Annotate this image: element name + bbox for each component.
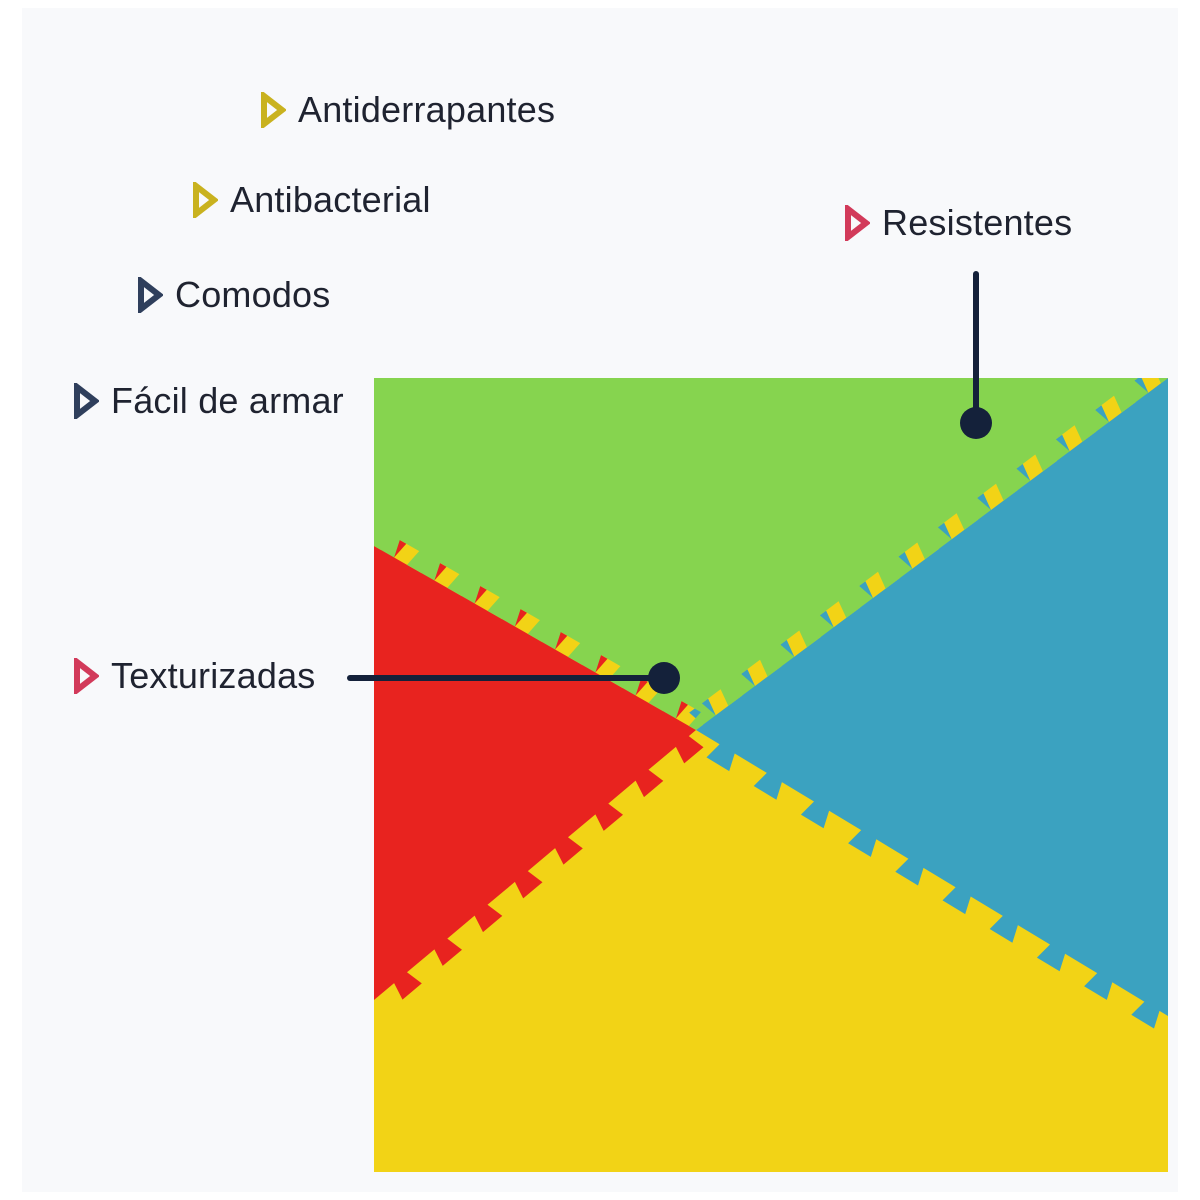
tile-green bbox=[374, 378, 1168, 730]
feature-texturizadas: Texturizadas bbox=[73, 654, 316, 698]
tile-red bbox=[374, 532, 704, 1000]
feature-facil-de-armar: Fácil de armar bbox=[73, 379, 344, 423]
feature-antibacterial: Antibacterial bbox=[192, 178, 431, 222]
feature-label: Texturizadas bbox=[111, 655, 316, 696]
feature-resistentes: Resistentes bbox=[844, 201, 1072, 245]
feature-label: Comodos bbox=[175, 274, 331, 315]
triangle-right-outline-icon bbox=[137, 277, 163, 313]
triangle-right-outline-icon bbox=[192, 182, 218, 218]
feature-antiderrapantes: Antiderrapantes bbox=[260, 88, 555, 132]
feature-label: Antibacterial bbox=[230, 179, 431, 220]
feature-label: Antiderrapantes bbox=[298, 89, 556, 130]
triangle-right-outline-icon bbox=[73, 658, 99, 694]
triangle-right-outline-icon bbox=[73, 383, 99, 419]
feature-label: Resistentes bbox=[882, 202, 1073, 243]
feature-comodos: Comodos bbox=[137, 273, 330, 317]
feature-label: Fácil de armar bbox=[111, 380, 344, 421]
triangle-right-outline-icon bbox=[260, 92, 286, 128]
foam-mat-image bbox=[374, 378, 1168, 1172]
triangle-right-outline-icon bbox=[844, 205, 870, 241]
tile-blue bbox=[689, 378, 1168, 1029]
